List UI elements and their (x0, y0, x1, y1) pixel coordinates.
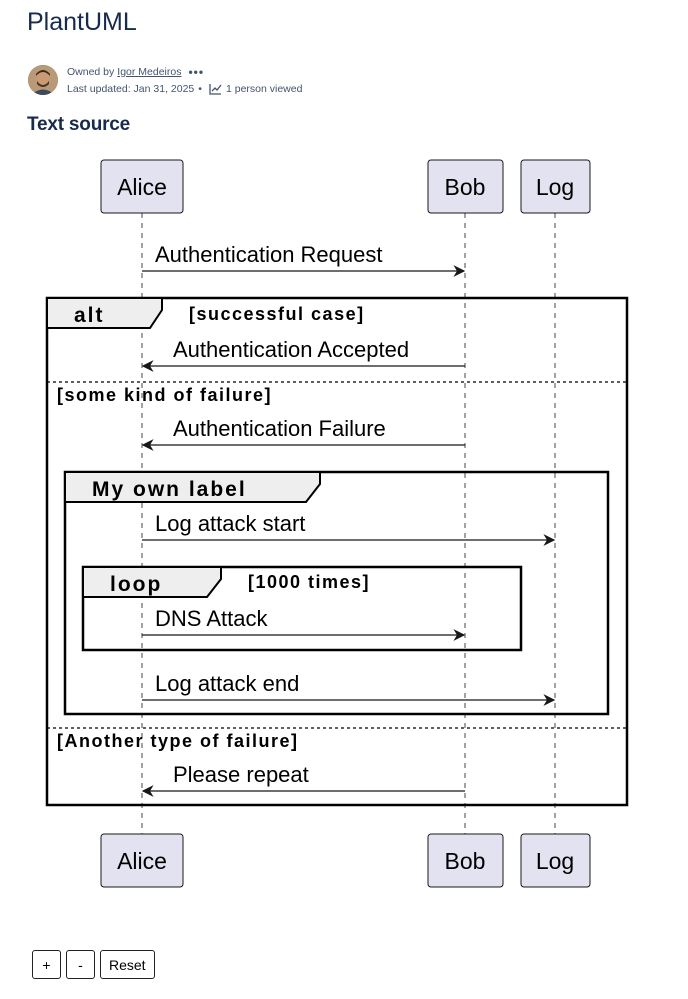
participant-bob-top: Bob (427, 159, 504, 214)
more-options-button[interactable]: ••• (188, 65, 205, 79)
message-label: DNS Attack (155, 606, 268, 631)
reset-zoom-button[interactable]: Reset (100, 950, 155, 979)
group-tag-box (64, 471, 321, 503)
loop-tag: loop (110, 573, 162, 596)
alt-tag-box (46, 297, 163, 329)
participant-log-top: Log (520, 159, 591, 214)
owned-by-label: Owned by (67, 66, 115, 78)
participant-label: Log (536, 848, 574, 874)
page-metadata: Owned by Igor Medeiros ••• Last updated:… (67, 64, 302, 97)
group-tag: My own label (92, 478, 247, 501)
page-title: PlantUML (27, 8, 137, 36)
analytics-icon (209, 83, 222, 95)
participant-log-bottom: Log (520, 833, 591, 888)
message-label: Log attack end (155, 671, 299, 696)
avatar-image (28, 65, 58, 95)
loop-fragment (81, 565, 523, 652)
group-fragment (63, 470, 610, 716)
alt-guard: [successful case] (189, 304, 365, 324)
participant-label: Log (536, 174, 574, 200)
sequence-diagram: Alice Bob Log Authentication Request alt… (45, 159, 629, 888)
participant-label: Bob (445, 174, 486, 200)
view-count[interactable]: 1 person viewed (225, 83, 303, 95)
meta-separator: • (198, 83, 202, 95)
participant-bob-bottom: Bob (427, 833, 504, 888)
owner-link[interactable]: Igor Medeiros (117, 66, 182, 78)
avatar[interactable] (28, 65, 58, 95)
zoom-in-button[interactable]: + (32, 950, 61, 979)
section-heading: Text source (27, 114, 131, 135)
message-label: Please repeat (173, 762, 309, 787)
participant-alice-bottom: Alice (100, 833, 184, 888)
message-label: Log attack start (155, 511, 305, 536)
loop-guard: [1000 times] (248, 572, 370, 592)
else-guard: [some kind of failure] (57, 385, 272, 405)
else-guard: [Another type of failure] (57, 731, 299, 751)
zoom-controls: + - Reset (28, 946, 159, 983)
last-updated: Last updated: Jan 31, 2025 (67, 83, 195, 95)
participant-label: Alice (117, 174, 167, 200)
alt-tag: alt (74, 304, 105, 327)
message-label: Authentication Failure (173, 416, 386, 441)
zoom-out-button[interactable]: - (66, 950, 95, 979)
participant-alice-top: Alice (100, 159, 184, 214)
participant-label: Bob (445, 848, 486, 874)
message-label: Authentication Accepted (173, 337, 409, 362)
loop-tag-box (82, 566, 222, 598)
alt-fragment (45, 296, 629, 807)
message-label: Authentication Request (155, 242, 383, 267)
participant-label: Alice (117, 848, 167, 874)
